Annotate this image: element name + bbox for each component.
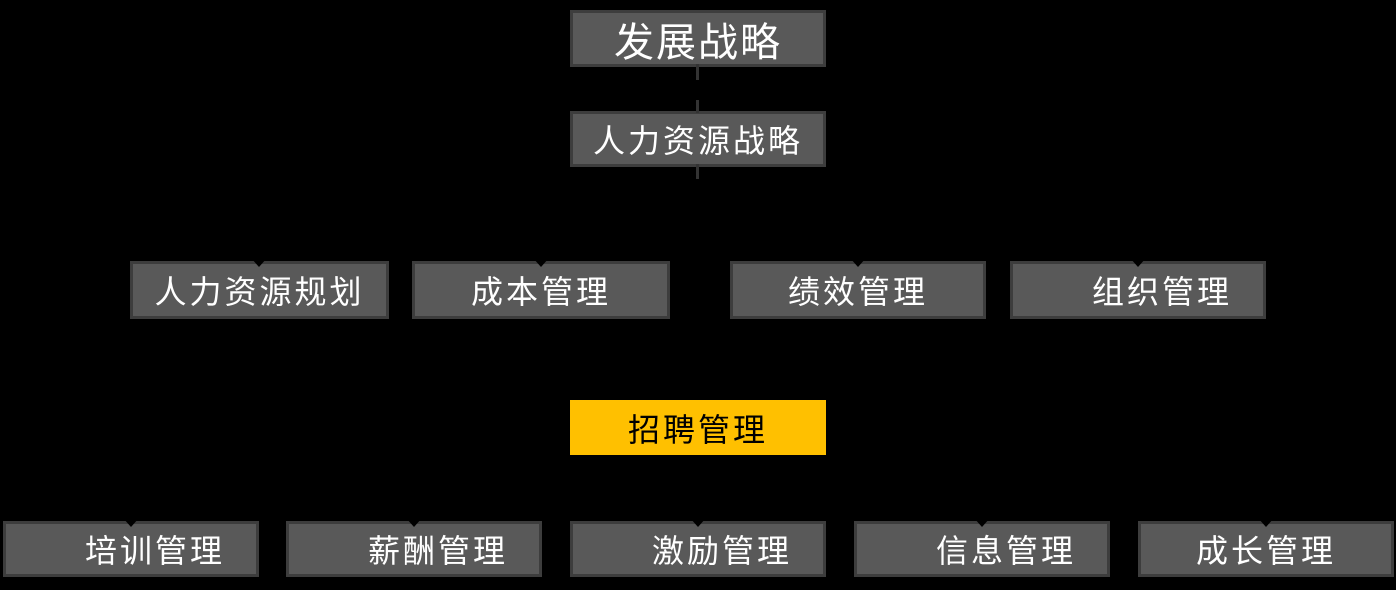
node-label: 薪酬管理 <box>367 533 508 569</box>
arrow-down-icon <box>1258 518 1274 527</box>
node-cost-management: 成本管理 <box>412 261 670 319</box>
arrow-down-icon <box>1130 258 1146 267</box>
node-label: 激励管理 <box>651 533 792 569</box>
arrow-down-icon <box>533 258 549 267</box>
connector-stub <box>696 164 699 179</box>
node-label: 组织管理 <box>1091 274 1232 310</box>
node-training-management: 培训管理 <box>3 521 259 577</box>
arrow-down-icon <box>850 258 866 267</box>
node-label: 成本管理 <box>470 274 611 310</box>
arrow-down-icon <box>974 518 990 527</box>
node-hr-strategy: 人力资源战略 <box>570 111 826 167</box>
node-information-management: 信息管理 <box>854 521 1110 577</box>
node-label: 人力资源战略 <box>592 123 803 159</box>
node-label: 培训管理 <box>84 533 225 569</box>
connector-stub <box>696 64 699 80</box>
node-recruitment-management: 招聘管理 <box>570 400 826 455</box>
arrow-down-icon <box>251 258 267 267</box>
node-growth-management: 成长管理 <box>1138 521 1394 577</box>
node-label: 发展战略 <box>614 20 782 65</box>
node-label: 人力资源规划 <box>154 274 365 310</box>
node-compensation-management: 薪酬管理 <box>286 521 542 577</box>
node-development-strategy: 发展战略 <box>570 10 826 67</box>
node-performance-management: 绩效管理 <box>730 261 986 319</box>
node-label: 绩效管理 <box>787 274 928 310</box>
node-organization-management: 组织管理 <box>1010 261 1266 319</box>
arrow-down-icon <box>406 518 422 527</box>
arrow-down-icon <box>690 518 706 527</box>
node-label: 成长管理 <box>1195 533 1336 569</box>
node-incentive-management: 激励管理 <box>570 521 826 577</box>
node-hr-planning: 人力资源规划 <box>130 261 389 319</box>
arrow-down-icon <box>123 518 139 527</box>
node-label: 信息管理 <box>935 533 1076 569</box>
connector-stub <box>696 100 699 113</box>
node-label: 招聘管理 <box>627 411 768 448</box>
